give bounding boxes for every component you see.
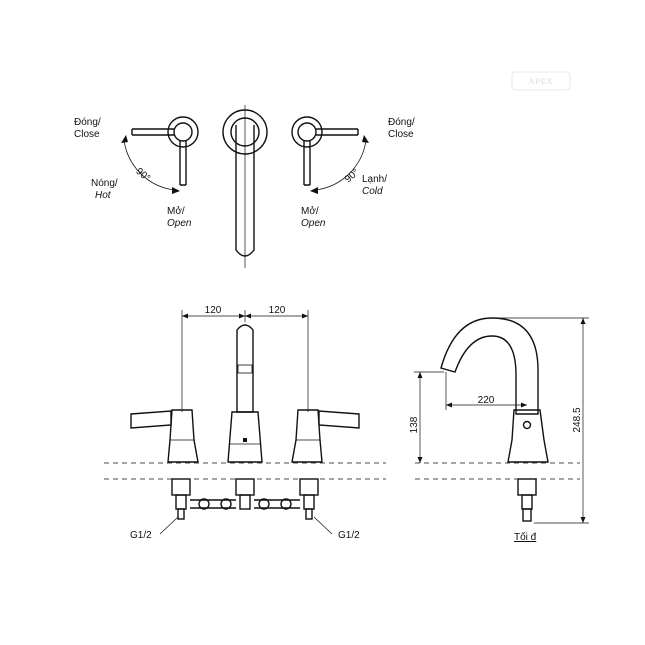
top-center-spout: [222, 105, 268, 268]
watermark-logo: APEX: [511, 71, 571, 91]
dim-total-height-248-5: 248.5: [572, 407, 583, 432]
label-left-open-vi: Mở/: [167, 205, 185, 217]
front-left-handle: [130, 409, 199, 463]
dim-reach-220: 220: [478, 395, 495, 406]
top-left-handle: [121, 116, 199, 194]
dim-left-120: 120: [205, 305, 222, 316]
label-right-open-en: Open: [301, 218, 326, 229]
front-view: 120 120: [104, 305, 386, 541]
label-right-angle: 90°: [343, 167, 362, 185]
label-right-close-en: Close: [388, 129, 414, 140]
label-cold-en: Cold: [362, 186, 383, 197]
front-right-handle: [291, 409, 360, 463]
dim-right-120: 120: [269, 305, 286, 316]
front-under-fittings: [171, 478, 319, 520]
label-cold-vi: Lạnh/: [362, 174, 387, 185]
front-spout: [227, 324, 263, 463]
side-note: Tối đ: [514, 531, 537, 543]
side-view: 220 138 248.5 Tối đ: [409, 317, 589, 543]
top-right-handle: [291, 116, 369, 194]
dim-spout-height-138: 138: [409, 416, 420, 433]
label-right-open-vi: Mở/: [301, 205, 319, 217]
watermark-text: APEX: [529, 77, 554, 86]
top-view: Đóng/ Close Nóng/ Hot 90° Mở/ Open Đóng/…: [74, 105, 415, 268]
label-left-close-vi: Đóng/: [74, 117, 101, 128]
label-hot-en: Hot: [95, 190, 112, 201]
thread-right-g12: G1/2: [338, 530, 360, 541]
label-left-close-en: Close: [74, 129, 100, 140]
label-hot-vi: Nóng/: [91, 178, 118, 189]
label-left-open-en: Open: [167, 218, 192, 229]
thread-left-g12: G1/2: [130, 530, 152, 541]
label-right-close-vi: Đóng/: [388, 117, 415, 128]
